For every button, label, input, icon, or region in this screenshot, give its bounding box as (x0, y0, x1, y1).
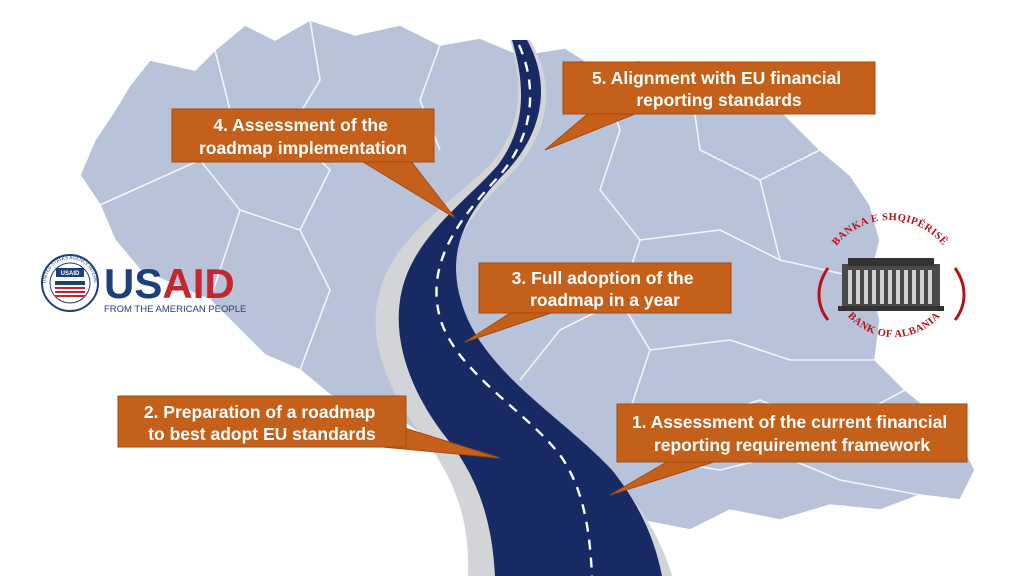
svg-text:5. Alignment with EU financial: 5. Alignment with EU financial reporting… (592, 68, 846, 110)
callout-text-line: roadmap in a year (530, 290, 680, 310)
usaid-seal-ring-text: UNITED STATES AGENCY INTERNATIONAL DEVEL… (0, 0, 98, 283)
callout-box (478, 262, 732, 314)
road-surface (398, 40, 662, 576)
usaid-wordmark-us: US (104, 260, 162, 307)
callout-text-line: 2. Preparation of a roadmap (144, 402, 375, 422)
callout-box (171, 108, 435, 163)
bank-bracket-right (953, 267, 966, 321)
svg-text:4. Assessment of the roa: 4. Assessment of the roadmap implementat… (199, 115, 407, 158)
usaid-wordmark-aid: AID (162, 260, 234, 307)
callout-text-line: roadmap implementation (199, 138, 407, 158)
callout-step-5: 5. Alignment with EU financial reporting… (544, 61, 876, 151)
callout-step-3: 3. Full adoption of the roadmap in a yea… (464, 262, 732, 343)
bank-building-icon (838, 258, 944, 311)
usaid-tagline: FROM THE AMERICAN PEOPLE (104, 304, 246, 315)
callout-box (616, 403, 968, 463)
callout-box (117, 395, 407, 448)
svg-text:1. Assessment of the current f: 1. Assessment of the current financial r… (632, 412, 952, 455)
callout-text-line: to best adopt EU standards (148, 424, 376, 444)
callout-step-4: 4. Assessment of the roadmap implementat… (171, 108, 456, 219)
callout-text-line: 3. Full adoption of the (512, 268, 694, 288)
bank-bracket-left (817, 267, 830, 321)
callout-text-line: 4. Assessment of the (213, 115, 388, 135)
svg-text:2. Preparation of a roadmap: 2. Preparation of a roadmap to best adop… (144, 402, 380, 444)
usaid-seal-center-text: USAID (61, 271, 80, 277)
svg-text:UNITED STATES AGENCY INTERNATI: UNITED STATES AGENCY INTERNATIONAL DEVEL… (0, 0, 98, 283)
usaid-seal-band (56, 268, 84, 277)
svg-text:3. Full adoption of the: 3. Full adoption of the roadmap in a yea… (512, 268, 699, 310)
callout-step-2: 2. Preparation of a roadmap to best adop… (117, 395, 501, 459)
usaid-seal: USAID UNITED STATES AGENCY INTERNATIONAL… (0, 0, 99, 312)
usaid-handshake-icon (55, 281, 85, 297)
callout-text-line: 5. Alignment with EU financial (592, 68, 841, 88)
callout-text-line: reporting standards (636, 90, 802, 110)
callout-step-1: 1. Assessment of the current financial r… (609, 403, 968, 496)
road-center-line (435, 44, 594, 576)
callout-text-line: 1. Assessment of the current financial (632, 412, 947, 432)
callout-box (562, 61, 876, 115)
callout-text-line: reporting requirement framework (654, 435, 930, 455)
usaid-wordmark: USAID (104, 260, 235, 307)
